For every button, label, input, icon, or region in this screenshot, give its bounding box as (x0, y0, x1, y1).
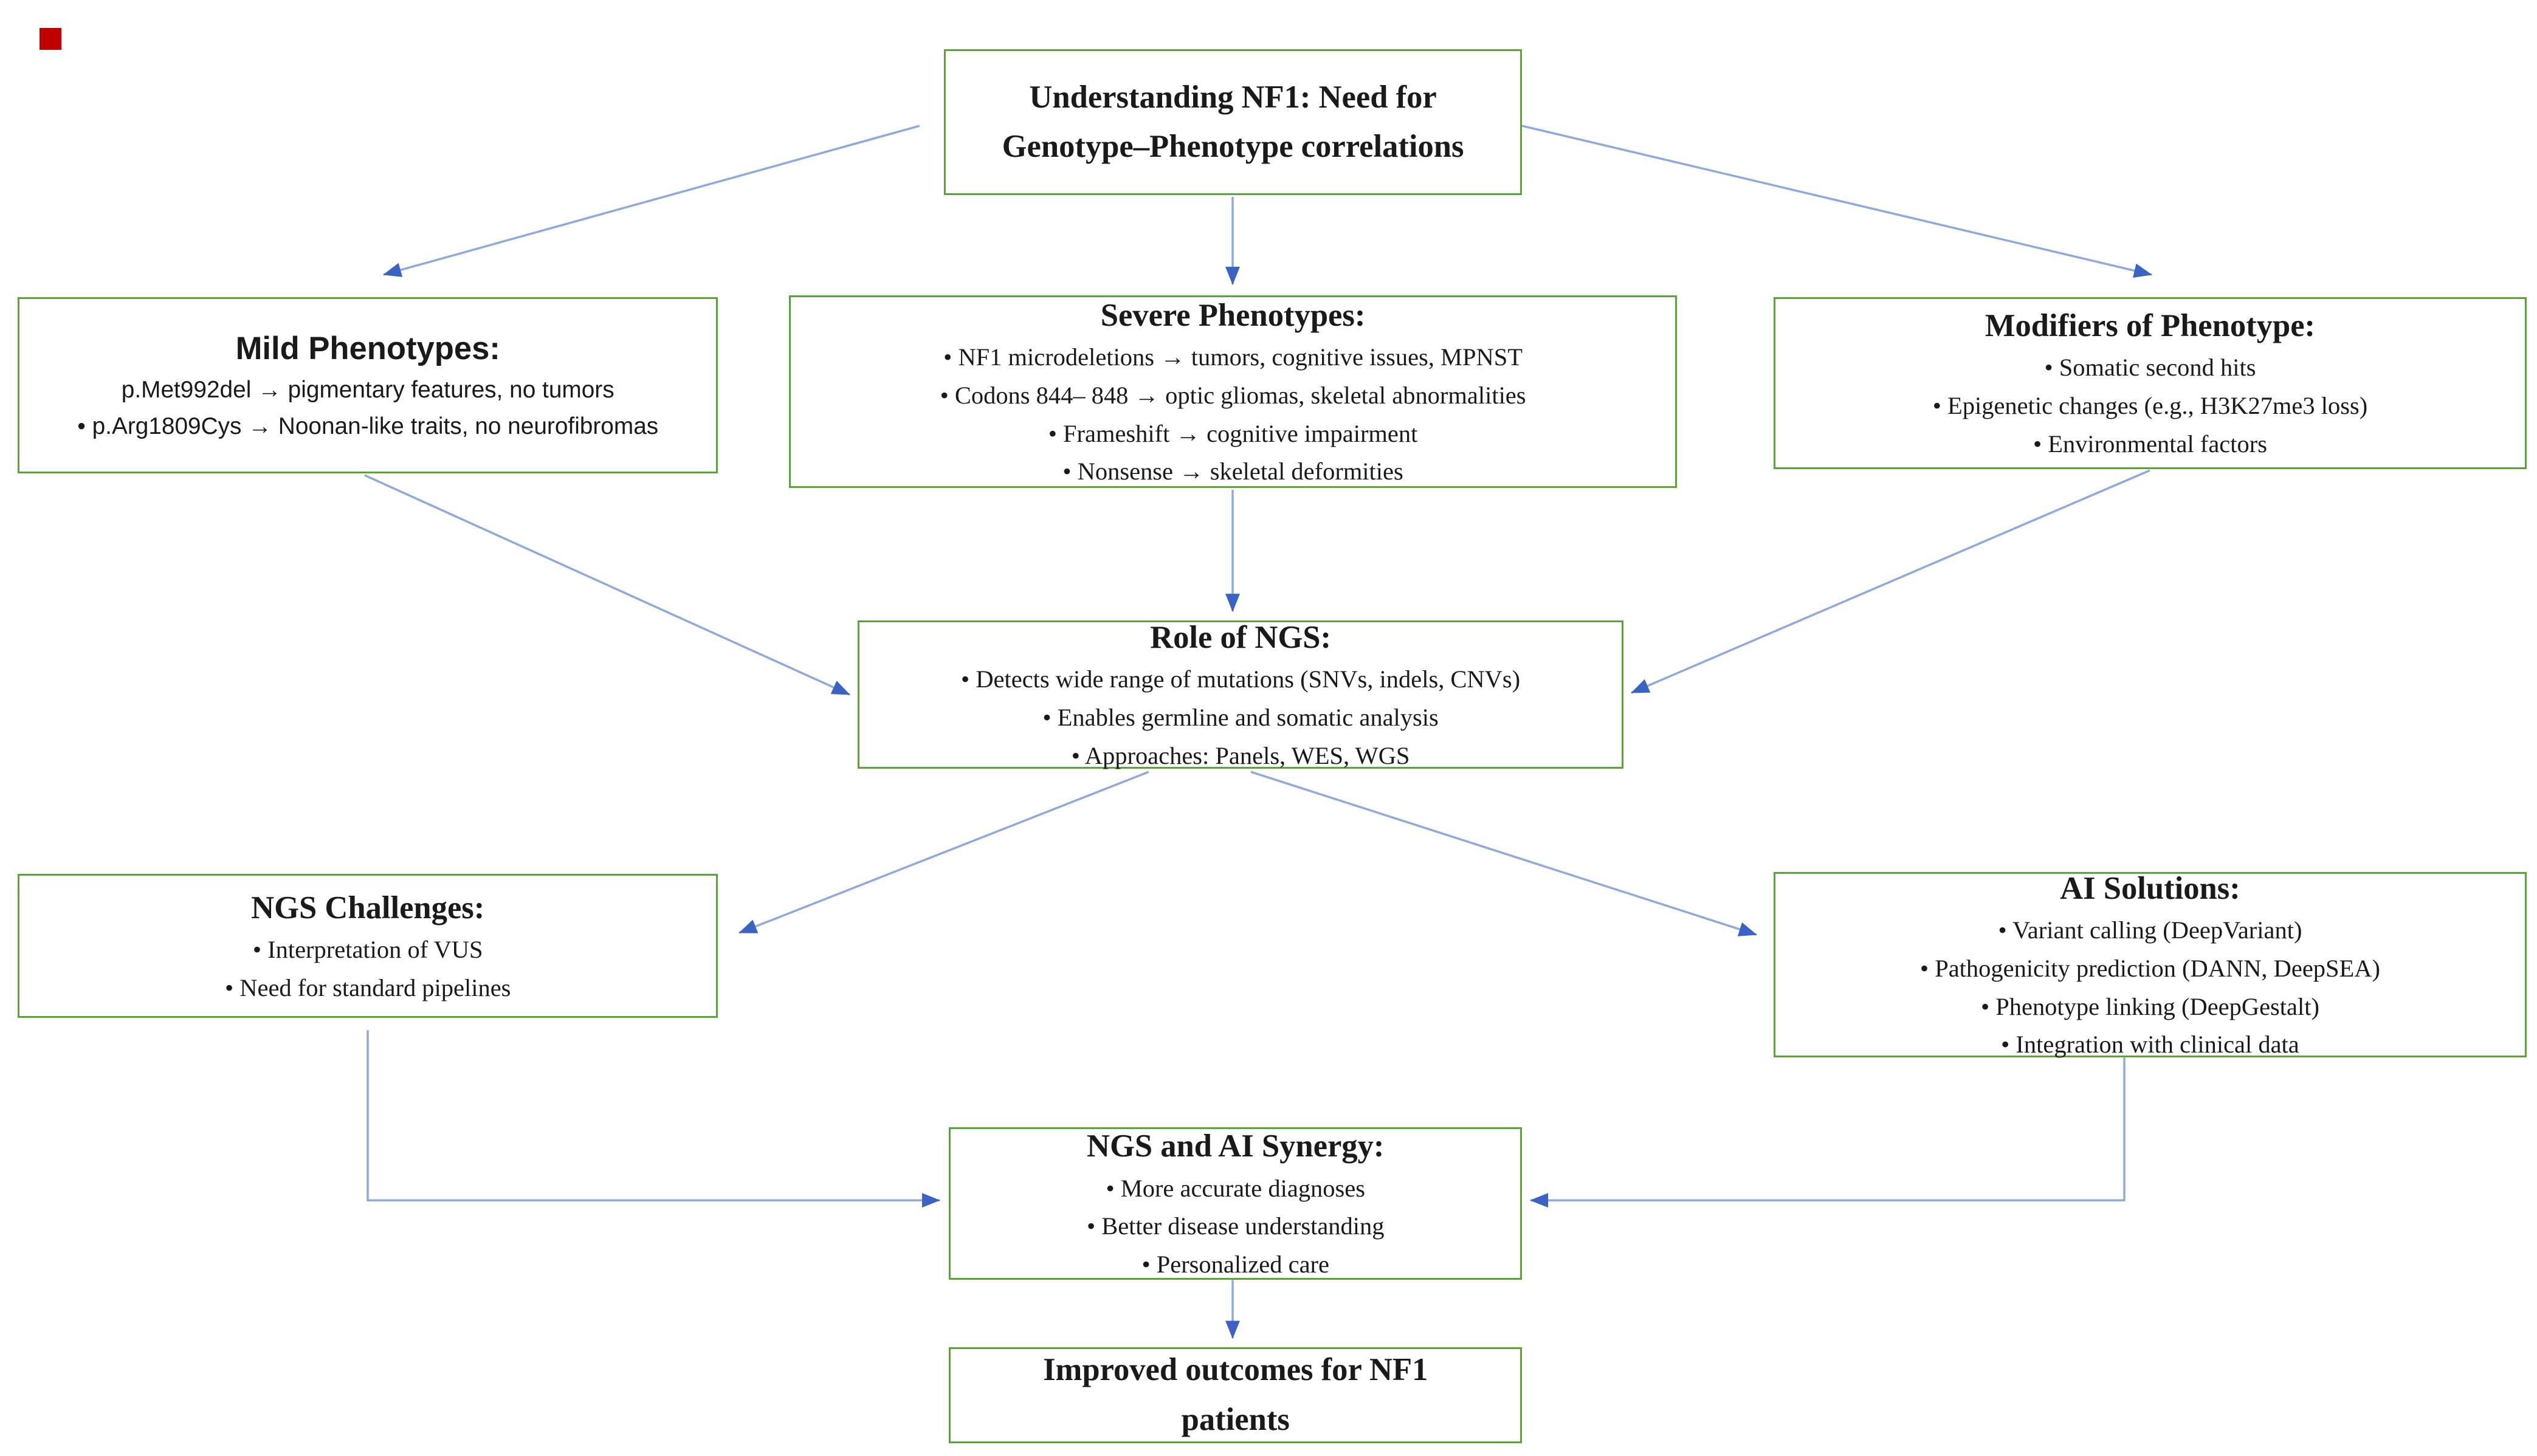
box-line: • Codons 844– 848 → optic gliomas, skele… (940, 381, 1526, 409)
box-line: • p.Arg1809Cys → Noonan-like traits, no … (77, 413, 659, 439)
arrow-mild-to-role-ngs (364, 474, 850, 696)
box-line: • Nonsense → skeletal deformities (1062, 458, 1403, 486)
box-line: • Phenotype linking (DeepGestalt) (1980, 992, 2319, 1020)
box-title-line: Improved outcomes for NF1 (1043, 1352, 1428, 1388)
box-mild-phenotypes: Mild Phenotypes: p.Met992del → pigmentar… (18, 297, 718, 473)
box-heading: NGS and AI Synergy: (1087, 1128, 1385, 1164)
arrow-modifiers-to-role-ngs (1631, 469, 2150, 694)
box-line: • Frameshift → cognitive impairment (1048, 419, 1418, 447)
red-square-marker (39, 27, 62, 50)
box-line: • Enables germline and somatic analysis (1042, 703, 1439, 731)
box-line: • Variant calling (DeepVariant) (1998, 916, 2302, 944)
box-title-line: Genotype–Phenotype correlations (1002, 129, 1464, 165)
box-line: • Approaches: Panels, WES, WGS (1071, 741, 1410, 769)
box-line: p.Met992del → pigmentary features, no tu… (121, 376, 614, 403)
box-line: • Environmental factors (2033, 430, 2267, 458)
box-modifiers-of-phenotype: Modifiers of Phenotype: • Somatic second… (1773, 297, 2527, 469)
box-role-of-ngs: Role of NGS: • Detects wide range of mut… (857, 620, 1624, 769)
box-improved-outcomes: Improved outcomes for NF1 patients (949, 1347, 1523, 1443)
box-line: • Detects wide range of mutations (SNVs,… (961, 665, 1521, 693)
arrow-understanding-to-modifiers (1521, 125, 2152, 278)
box-severe-phenotypes: Severe Phenotypes: • NF1 microdeletions … (789, 295, 1677, 488)
box-ngs-ai-synergy: NGS and AI Synergy: • More accurate diag… (949, 1127, 1523, 1280)
arrow-role-ngs-to-ai (1250, 771, 1757, 936)
box-line: • Somatic second hits (2044, 354, 2256, 382)
arrow-understanding-to-mild (383, 125, 920, 277)
box-heading: Severe Phenotypes: (1100, 297, 1366, 333)
box-heading: Modifiers of Phenotype: (1985, 307, 2316, 343)
box-title-line: Understanding NF1: Need for (1029, 79, 1437, 115)
box-line: • Interpretation of VUS (252, 935, 483, 963)
box-heading: Role of NGS: (1150, 619, 1332, 655)
box-line: • Personalized care (1141, 1251, 1329, 1279)
box-line: • Integration with clinical data (2001, 1031, 2299, 1059)
box-line: • Epigenetic changes (e.g., H3K27me3 los… (1932, 391, 2368, 419)
box-line: • Need for standard pipelines (225, 974, 511, 1001)
box-line: • NF1 microdeletions → tumors, cognitive… (943, 343, 1523, 371)
arrow-ai-to-synergy (1530, 1057, 2126, 1208)
box-ai-solutions: AI Solutions: • Variant calling (DeepVar… (1773, 871, 2527, 1058)
box-line: • Better disease understanding (1086, 1212, 1385, 1240)
box-line: • Pathogenicity prediction (DANN, DeepSE… (1919, 954, 2380, 982)
arrow-challenges-to-synergy (367, 1030, 940, 1208)
arrow-role-ngs-to-challenges (738, 771, 1149, 934)
box-title-line: patients (1181, 1401, 1290, 1437)
box-heading: NGS Challenges: (251, 890, 485, 925)
box-heading: Mild Phenotypes: (235, 330, 500, 366)
box-heading: AI Solutions: (2060, 870, 2240, 906)
box-ngs-challenges: NGS Challenges: • Interpretation of VUS … (18, 873, 718, 1018)
box-line: • More accurate diagnoses (1106, 1174, 1365, 1202)
box-understanding-nf1: Understanding NF1: Need for Genotype–Phe… (943, 49, 1523, 196)
